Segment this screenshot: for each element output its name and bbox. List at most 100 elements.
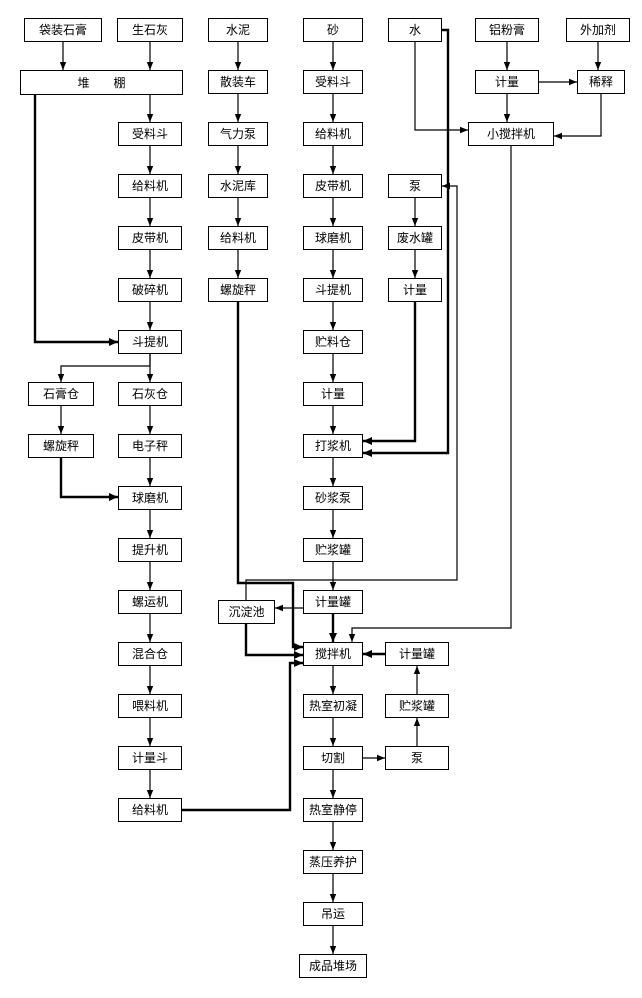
arrowhead-icon (594, 62, 602, 70)
flow-node-label: 计量罐 (398, 647, 435, 661)
flow-node-label: 计量 (320, 387, 345, 401)
arrowhead-icon (329, 62, 337, 70)
flow-node-label: 气力泵 (219, 127, 256, 141)
arrowhead-icon (329, 530, 337, 538)
flow-node-chendianchi: 沉淀池 (218, 600, 275, 624)
flow-node-qiumoji-a: 球磨机 (118, 486, 182, 510)
arrowhead-icon (146, 634, 154, 642)
arrowhead-icon (146, 62, 154, 70)
flow-node-label: 计量罐 (314, 595, 351, 609)
flow-node-sanzhuangche: 散装车 (208, 70, 268, 94)
flow-node-shuiniku: 水泥库 (208, 174, 268, 198)
flow-line-doutiji-a-to-shigaocang (60, 354, 151, 382)
flow-node-label: 搅拌机 (314, 647, 351, 661)
flow-node-label: 废水罐 (396, 231, 433, 245)
flow-line-duipeng-to-doutiji-a (33, 95, 118, 344)
arrowhead-icon (329, 790, 337, 798)
flow-node-label: 受料斗 (314, 75, 351, 89)
flow-node-label: 皮带机 (314, 179, 351, 193)
flow-node-doutiji-a: 斗提机 (118, 330, 182, 354)
flow-node-label: 给料机 (314, 127, 351, 141)
flow-line-shui-to-dajiangji (363, 28, 450, 455)
arrowhead-icon (146, 374, 154, 382)
flow-node-label: 给料机 (131, 803, 168, 817)
arrowhead-icon (329, 426, 337, 434)
flow-node-shuini: 水泥 (208, 18, 268, 42)
flow-node-label: 稀释 (588, 75, 613, 89)
flow-node-jiaobanji: 搅拌机 (303, 642, 363, 666)
flow-node-pidaiji-a: 皮带机 (118, 226, 182, 250)
flow-node-geiliaoji-b: 给料机 (118, 798, 182, 822)
arrowhead-icon (329, 166, 337, 174)
flow-line-luoxuancheng-a-to-qiumoji-a (59, 458, 118, 499)
flow-node-jiliang-b: 计量 (388, 278, 442, 302)
flow-node-label: 给料机 (219, 231, 256, 245)
arrowhead-icon (146, 322, 154, 330)
arrowhead-icon (329, 114, 337, 122)
flow-node-pidaiji-b: 皮带机 (303, 174, 363, 198)
arrowhead-icon (329, 842, 337, 850)
flow-node-label: 螺旋秤 (42, 439, 79, 453)
arrowhead-icon (554, 132, 562, 140)
arrowhead-icon (234, 62, 242, 70)
flow-node-label: 石膏仓 (42, 387, 79, 401)
flow-node-label: 热室初凝 (308, 699, 357, 713)
flow-node-label: 堆 棚 (77, 75, 126, 90)
flow-node-geiliaoji-d: 给料机 (303, 122, 363, 146)
flow-node-label: 生石灰 (131, 23, 168, 37)
arrowhead-icon (460, 126, 468, 134)
flow-line-geiliaoji-b-to-jiaobanji (182, 661, 303, 812)
arrowhead-icon (146, 166, 154, 174)
arrowhead-icon (363, 449, 372, 457)
arrowhead-icon (146, 686, 154, 694)
flow-node-weiliaoji: 喂料机 (118, 694, 182, 718)
arrowhead-icon (411, 218, 419, 226)
flow-node-xishi: 稀释 (577, 70, 625, 94)
flow-node-qiege: 切割 (303, 746, 363, 770)
arrowhead-icon (146, 426, 154, 434)
flow-node-label: 铝粉膏 (488, 23, 525, 37)
flow-node-jiliangguan-b: 计量罐 (385, 642, 449, 666)
flow-node-label: 石灰仓 (131, 387, 168, 401)
flow-node-label: 泵 (408, 179, 421, 193)
flow-node-label: 吊运 (320, 907, 345, 921)
arrowhead-icon (146, 270, 154, 278)
flow-node-shoulidou-a: 受料斗 (118, 122, 182, 146)
arrowhead-icon (234, 270, 242, 278)
flow-node-xiaojiaobanji: 小搅拌机 (468, 122, 554, 146)
flow-node-luoxuancheng-a: 螺旋秤 (28, 434, 94, 458)
arrowhead-icon (109, 338, 118, 346)
arrowhead-icon (503, 114, 511, 122)
flow-node-beng-b: 泵 (385, 746, 449, 770)
flow-node-daizhuang-shigao: 袋装石膏 (24, 18, 102, 42)
flow-node-tishengji: 提升机 (118, 538, 182, 562)
flow-node-label: 沉淀池 (228, 605, 265, 619)
flow-node-label: 混合仓 (131, 647, 168, 661)
arrowhead-icon (57, 426, 65, 434)
flow-node-chengpinduichang: 成品堆场 (299, 954, 367, 978)
flow-node-shui: 水 (388, 18, 442, 42)
flow-node-duipeng: 堆 棚 (20, 70, 183, 95)
flow-node-reshichuning: 热室初凝 (303, 694, 363, 718)
arrowhead-icon (569, 78, 577, 86)
flow-node-geiliaoji-c: 给料机 (208, 226, 268, 250)
flow-node-label: 受料斗 (131, 127, 168, 141)
flow-node-luoxuancheng-b: 螺旋秤 (208, 278, 268, 302)
arrowhead-icon (146, 114, 154, 122)
flow-node-sha: 砂 (303, 18, 363, 42)
arrowhead-icon (329, 633, 337, 642)
arrowhead-icon (329, 374, 337, 382)
flow-node-label: 贮浆罐 (398, 699, 435, 713)
flow-node-label: 外加剂 (579, 23, 616, 37)
arrowhead-icon (294, 659, 303, 667)
arrowhead-icon (275, 604, 283, 612)
arrowhead-icon (294, 651, 303, 659)
flow-node-label: 小搅拌机 (486, 127, 535, 141)
flow-node-label: 喂料机 (131, 699, 168, 713)
flow-node-label: 热室静停 (308, 803, 357, 817)
flow-node-label: 斗提机 (314, 283, 351, 297)
arrowhead-icon (363, 437, 372, 445)
arrowhead-icon (329, 322, 337, 330)
